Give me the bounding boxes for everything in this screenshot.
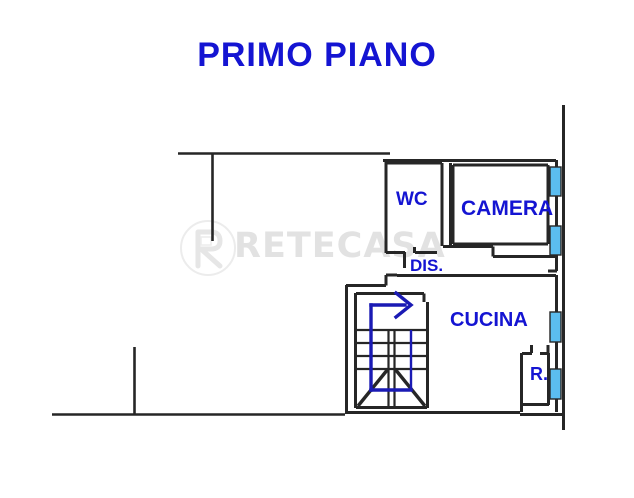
window-2 — [549, 225, 562, 256]
outer-perimeter-wall — [520, 105, 565, 430]
context-lines — [52, 152, 390, 416]
stair-direction-arrow — [369, 290, 414, 392]
room-label-wc: WC — [396, 189, 428, 210]
stair-winders — [356, 367, 427, 408]
room-label-dis: DIS. — [410, 256, 444, 275]
page-title: PRIMO PIANO — [197, 36, 437, 74]
window-4 — [549, 368, 562, 400]
room-label-r: R. — [530, 364, 548, 384]
window-3 — [549, 311, 562, 343]
room-label-cucina: CUCINA — [450, 309, 528, 331]
windows — [549, 166, 562, 400]
window-1 — [549, 166, 562, 197]
lower-block-walls — [345, 273, 558, 414]
upper-block-walls — [383, 159, 558, 273]
room-label-camera: CAMERA — [461, 197, 554, 220]
stair-treads — [357, 328, 426, 407]
stair-flight-guides — [369, 330, 413, 392]
